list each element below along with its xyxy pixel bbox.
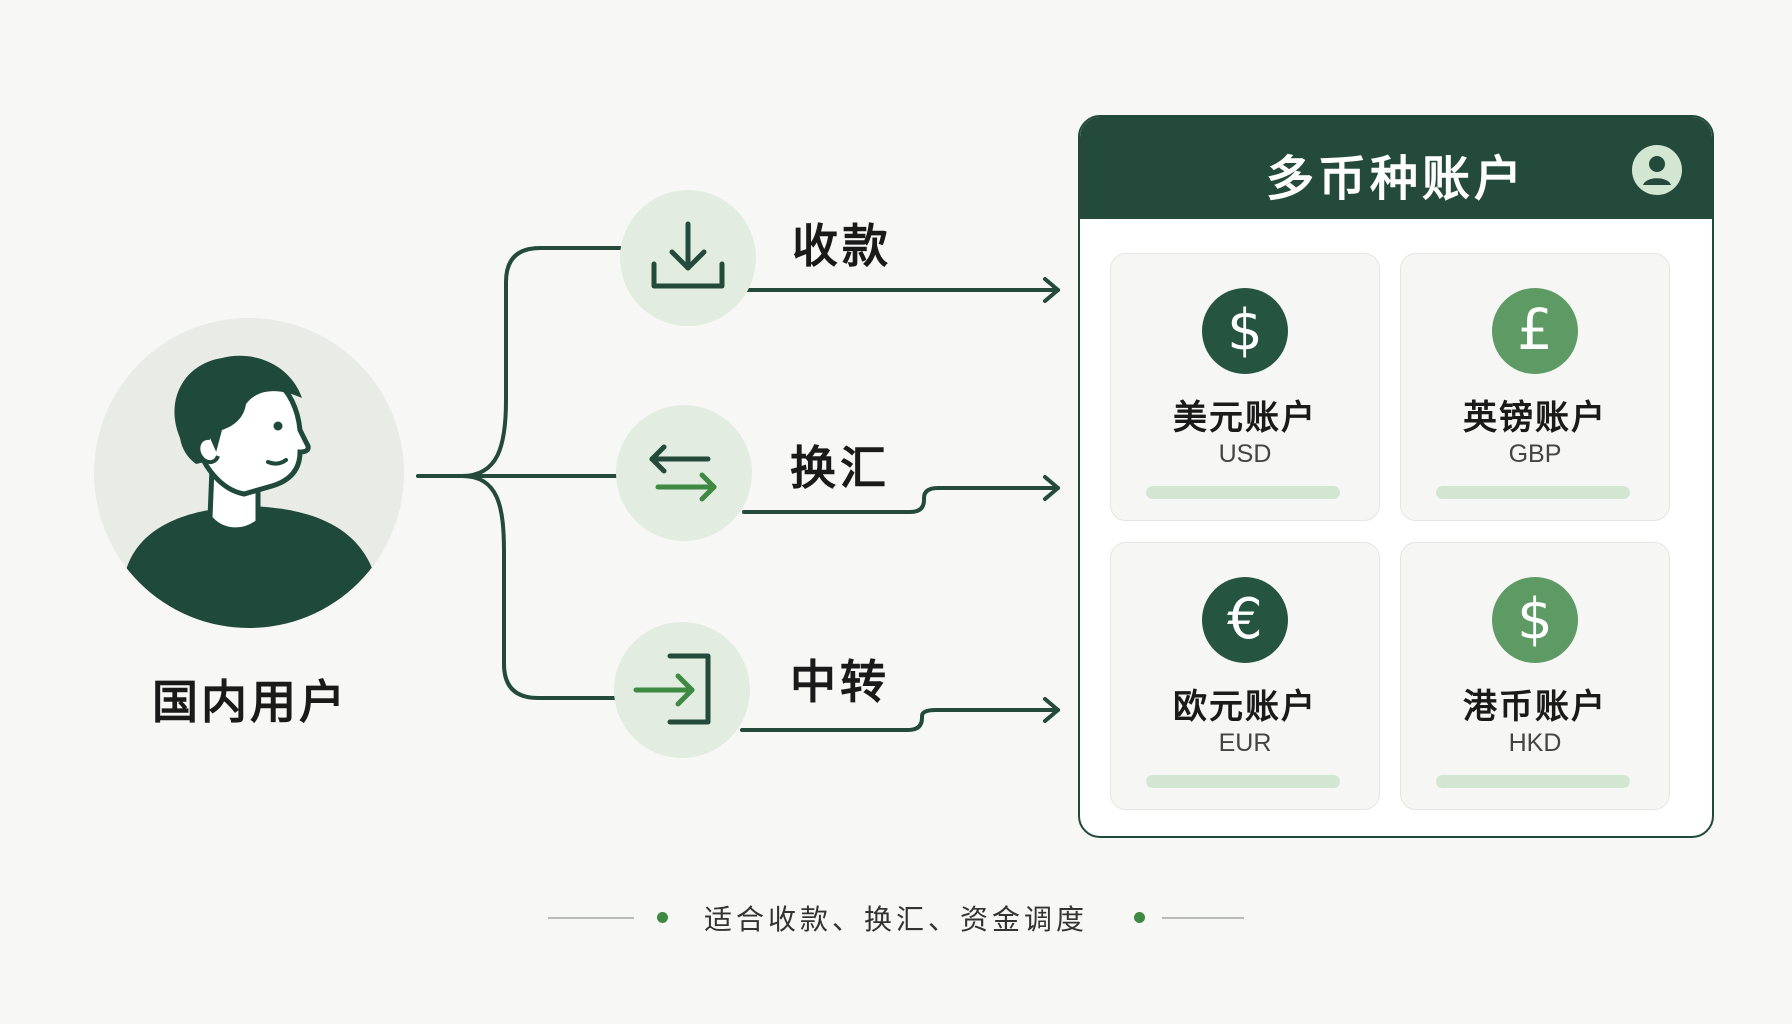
dollar-icon: $ bbox=[1492, 577, 1578, 663]
arrow-connector-exchange bbox=[742, 486, 1060, 514]
dollar-icon: $ bbox=[1202, 288, 1288, 374]
download-icon bbox=[651, 221, 725, 289]
account-name: 港币账户 bbox=[1463, 687, 1607, 727]
account-bar bbox=[1436, 775, 1630, 788]
account-card-hkd: $ 港币账户 HKD bbox=[1400, 542, 1670, 810]
user-avatar-circle bbox=[94, 318, 404, 628]
account-bar bbox=[1146, 775, 1340, 788]
euro-icon: € bbox=[1202, 577, 1288, 663]
transfer-in-icon bbox=[633, 653, 711, 725]
footer-divider-left bbox=[548, 917, 634, 919]
account-name: 欧元账户 bbox=[1173, 687, 1317, 727]
arrowhead-transfer bbox=[1043, 697, 1060, 723]
arrow-connector-transfer bbox=[740, 708, 1060, 732]
service-label-exchange: 换汇 bbox=[790, 441, 890, 495]
account-card-eur: € 欧元账户 EUR bbox=[1110, 542, 1380, 810]
footer-divider-right bbox=[1162, 917, 1244, 919]
receive-node bbox=[620, 190, 756, 326]
arrowhead-receive bbox=[1043, 277, 1060, 303]
account-code: GBP bbox=[1508, 440, 1562, 468]
service-label-receive: 收款 bbox=[792, 219, 892, 273]
user-avatar-icon bbox=[1632, 145, 1682, 195]
account-code: EUR bbox=[1218, 729, 1272, 757]
account-card-gbp: £ 英镑账户 GBP bbox=[1400, 253, 1670, 521]
service-label-transfer: 中转 bbox=[790, 655, 890, 709]
account-card-usd: $ 美元账户 USD bbox=[1110, 253, 1380, 521]
exchange-node bbox=[616, 405, 752, 541]
account-name: 美元账户 bbox=[1173, 398, 1317, 438]
footer-dot-right bbox=[1134, 912, 1145, 923]
arrowhead-exchange bbox=[1043, 475, 1060, 501]
account-code: USD bbox=[1218, 440, 1272, 468]
panel-title: 多币种账户 bbox=[1265, 151, 1526, 207]
panel-header: 多币种账户 bbox=[1080, 117, 1712, 219]
transfer-node bbox=[614, 622, 750, 758]
account-code: HKD bbox=[1508, 729, 1562, 757]
user-label: 国内用户 bbox=[152, 675, 348, 729]
branch-connector-receive bbox=[460, 246, 622, 478]
footer-caption: 适合收款、换汇、资金调度 bbox=[703, 903, 1088, 936]
swap-arrows-icon bbox=[649, 444, 717, 502]
user-person-icon bbox=[124, 355, 376, 628]
account-bar bbox=[1436, 486, 1630, 499]
account-name: 英镑账户 bbox=[1463, 398, 1607, 438]
branch-connector-transfer bbox=[460, 474, 616, 700]
footer-dot-left bbox=[657, 912, 668, 923]
pound-icon: £ bbox=[1492, 288, 1578, 374]
account-bar bbox=[1146, 486, 1340, 499]
multi-currency-account-panel: 多币种账户 $ 美元账户 USD £ 英镑账户 GBP € 欧元账户 EUR bbox=[1078, 115, 1714, 838]
